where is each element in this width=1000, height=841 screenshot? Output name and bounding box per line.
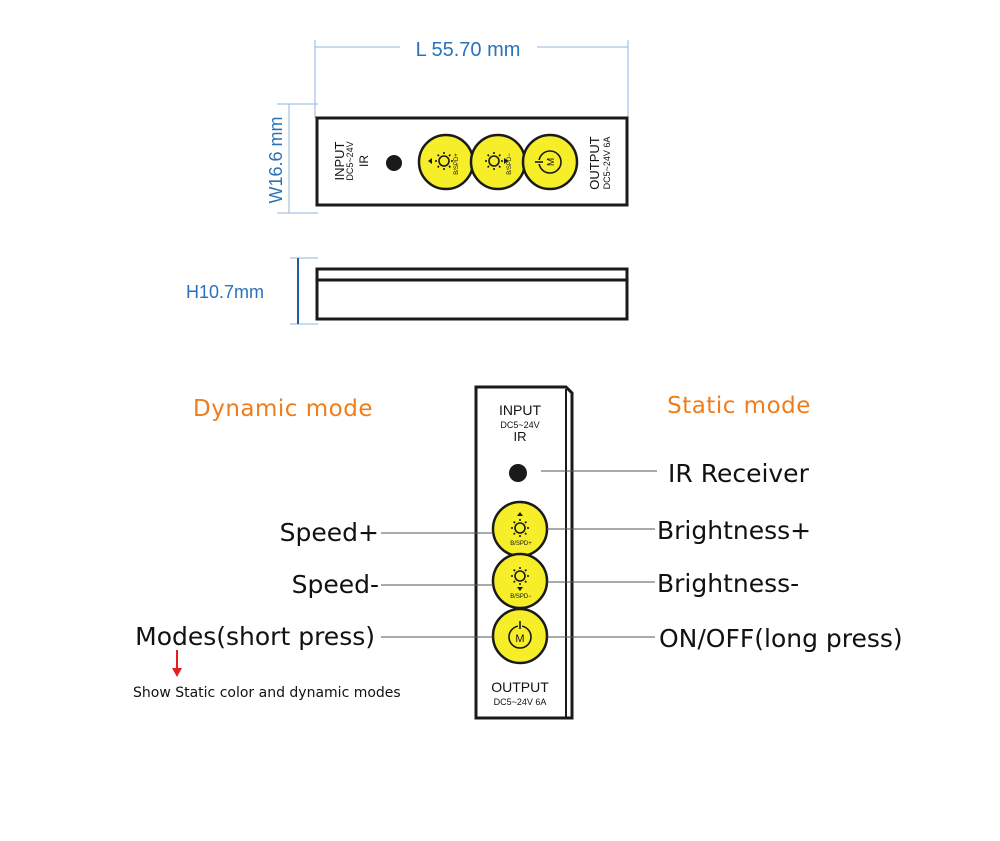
front-ir-text: IR xyxy=(514,429,527,444)
front-button-down[interactable]: B/SPD− xyxy=(491,552,549,610)
front-button-up[interactable]: B/SPD+ xyxy=(491,500,549,558)
top-button-up[interactable]: B/SPD+ xyxy=(417,133,475,191)
front-ir-receiver xyxy=(509,464,527,482)
width-dimension: W16.6 mm xyxy=(266,103,318,214)
modes-note: Show Static color and dynamic modes xyxy=(133,685,401,701)
svg-text:B/SPD+: B/SPD+ xyxy=(510,541,532,547)
length-dimension: L 55.70 mm xyxy=(314,39,629,118)
front-view-device: INPUT DC5~24V IR B/SPD+ xyxy=(474,385,574,720)
speed-minus-label: Speed- xyxy=(292,570,379,599)
svg-text:B/SPD+: B/SPD+ xyxy=(454,153,460,175)
side-view-device xyxy=(315,267,629,321)
front-input-voltage: DC5~24V xyxy=(500,420,539,430)
static-mode-title: Static mode xyxy=(667,393,811,419)
top-input-text: INPUT xyxy=(332,141,347,180)
top-input-voltage: DC5~24V xyxy=(345,141,355,180)
top-ir-receiver xyxy=(386,155,402,171)
svg-text:B/SPD−: B/SPD− xyxy=(510,594,532,600)
svg-text:B/SPD−: B/SPD− xyxy=(507,153,513,175)
svg-text:M: M xyxy=(515,633,524,645)
top-output-text: OUTPUT xyxy=(587,136,602,190)
height-label: H10.7mm xyxy=(186,282,264,302)
top-button-mode[interactable]: M xyxy=(521,133,579,191)
ir-receiver-label: IR Receiver xyxy=(668,459,810,488)
leader-lines xyxy=(381,470,657,638)
brightness-minus-label: Brightness- xyxy=(657,569,799,598)
speed-plus-label: Speed+ xyxy=(280,518,379,547)
down-arrow-icon xyxy=(172,650,182,677)
svg-text:M: M xyxy=(546,158,557,166)
front-output-text: OUTPUT xyxy=(491,679,549,695)
dynamic-mode-title: Dynamic mode xyxy=(193,396,373,422)
on-off-label: ON/OFF(long press) xyxy=(659,624,903,653)
front-input-text: INPUT xyxy=(499,402,541,418)
modes-label: Modes(short press) xyxy=(135,622,375,651)
height-dimension: H10.7mm xyxy=(186,257,318,325)
top-output-spec: DC5~24V 6A xyxy=(602,137,612,190)
top-ir-text: IR xyxy=(357,155,371,167)
front-button-mode[interactable]: M xyxy=(491,607,549,665)
front-output-spec: DC5~24V 6A xyxy=(494,697,547,707)
top-view-device: INPUT DC5~24V IR B/SPD+ xyxy=(315,116,629,207)
top-button-down[interactable]: B/SPD− xyxy=(469,133,527,191)
length-label: L 55.70 mm xyxy=(416,39,521,61)
width-label: W16.6 mm xyxy=(266,116,286,203)
brightness-plus-label: Brightness+ xyxy=(657,516,811,545)
